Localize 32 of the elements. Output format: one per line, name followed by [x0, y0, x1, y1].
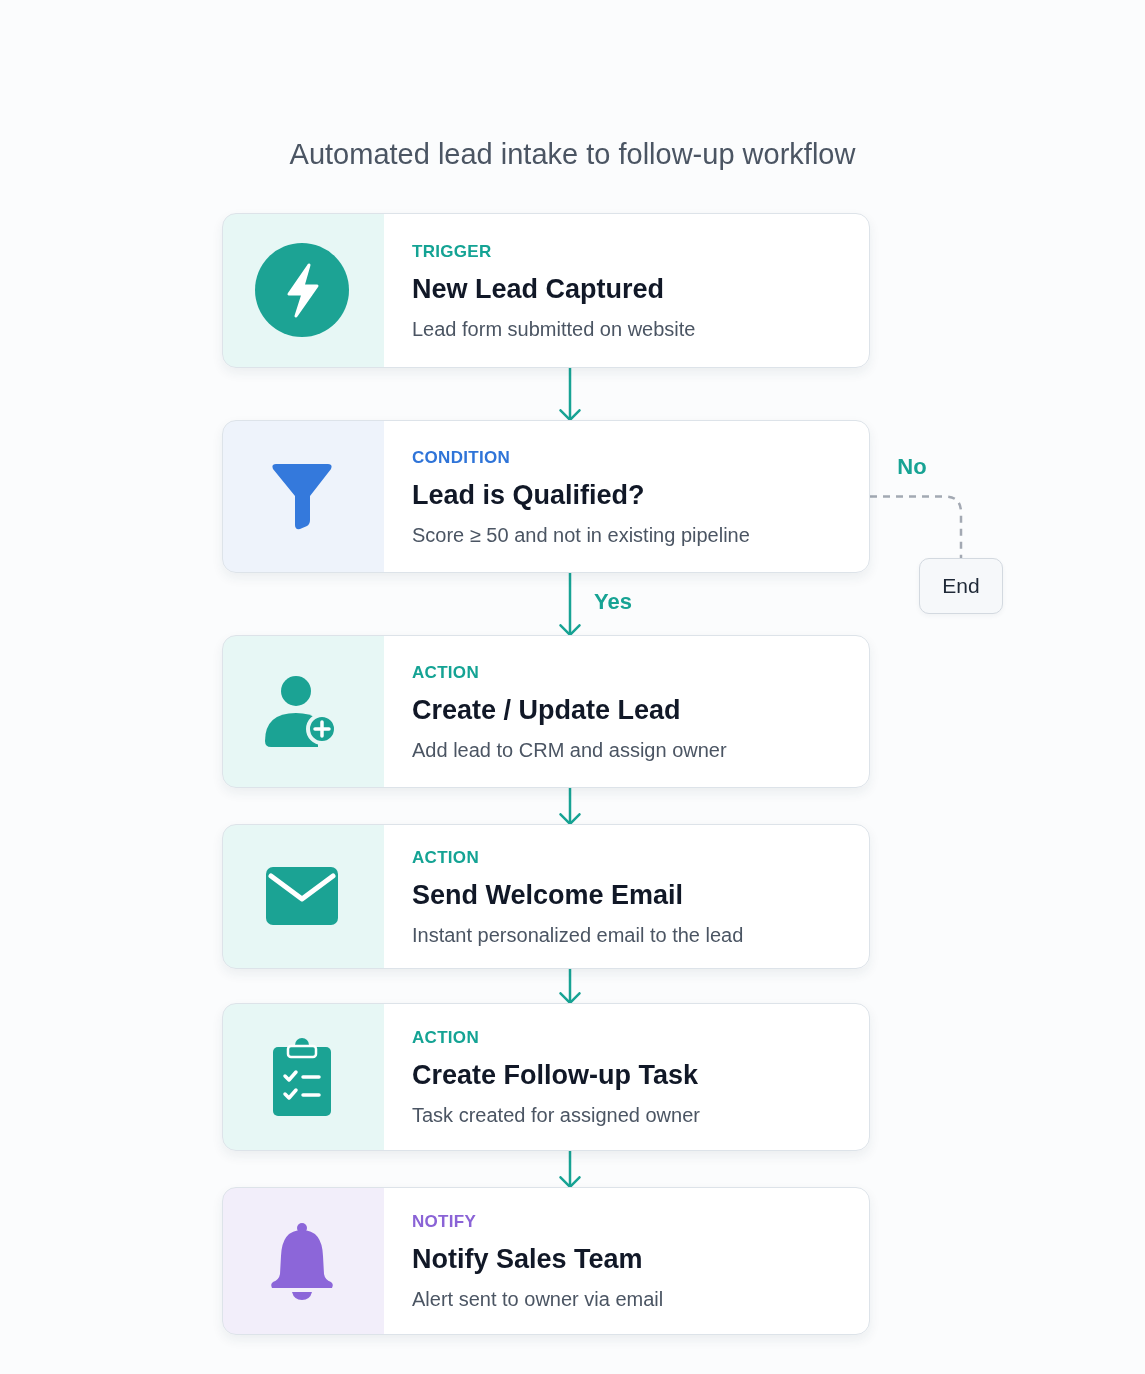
- step-title: New Lead Captured: [412, 272, 665, 306]
- step-title: Create Follow-up Task: [412, 1059, 699, 1092]
- step-description: Alert sent to owner via email: [412, 1287, 664, 1312]
- end-terminal: End: [919, 558, 1003, 614]
- arrow: [559, 788, 581, 826]
- step-card: [222, 420, 870, 573]
- step-description: Add lead to CRM and assign owner: [412, 737, 727, 763]
- step-type-label: CONDITION: [412, 446, 511, 469]
- step-card: [222, 1187, 870, 1335]
- step-card: [222, 635, 870, 788]
- step-type-label: ACTION: [412, 1027, 479, 1049]
- step-title: Create / Update Lead: [412, 693, 681, 727]
- step-type-label: ACTION: [412, 661, 479, 684]
- page-title: Automated lead intake to follow-up workflow: [288, 137, 857, 172]
- step-type-label: TRIGGER: [412, 240, 492, 263]
- arrow: [559, 1151, 581, 1189]
- arrow: [559, 368, 581, 422]
- step-card: [222, 1003, 870, 1151]
- step-description: Lead form submitted on website: [412, 316, 696, 342]
- step-title: Send Welcome Email: [412, 878, 684, 912]
- step-title: Lead is Qualified?: [412, 478, 645, 512]
- arrow: [559, 969, 581, 1005]
- step-description: Instant personalized email to the lead: [412, 922, 744, 948]
- dashed-connector: [870, 495, 963, 558]
- step-description: Task created for assigned owner: [412, 1103, 700, 1128]
- step-card: [222, 824, 870, 969]
- step-card: [222, 213, 870, 368]
- arrow: [559, 573, 581, 637]
- step-type-label: ACTION: [412, 846, 479, 869]
- step-title: Notify Sales Team: [412, 1243, 643, 1276]
- step-type-label: NOTIFY: [412, 1211, 477, 1233]
- step-description: Score ≥ 50 and not in existing pipeline: [412, 522, 750, 548]
